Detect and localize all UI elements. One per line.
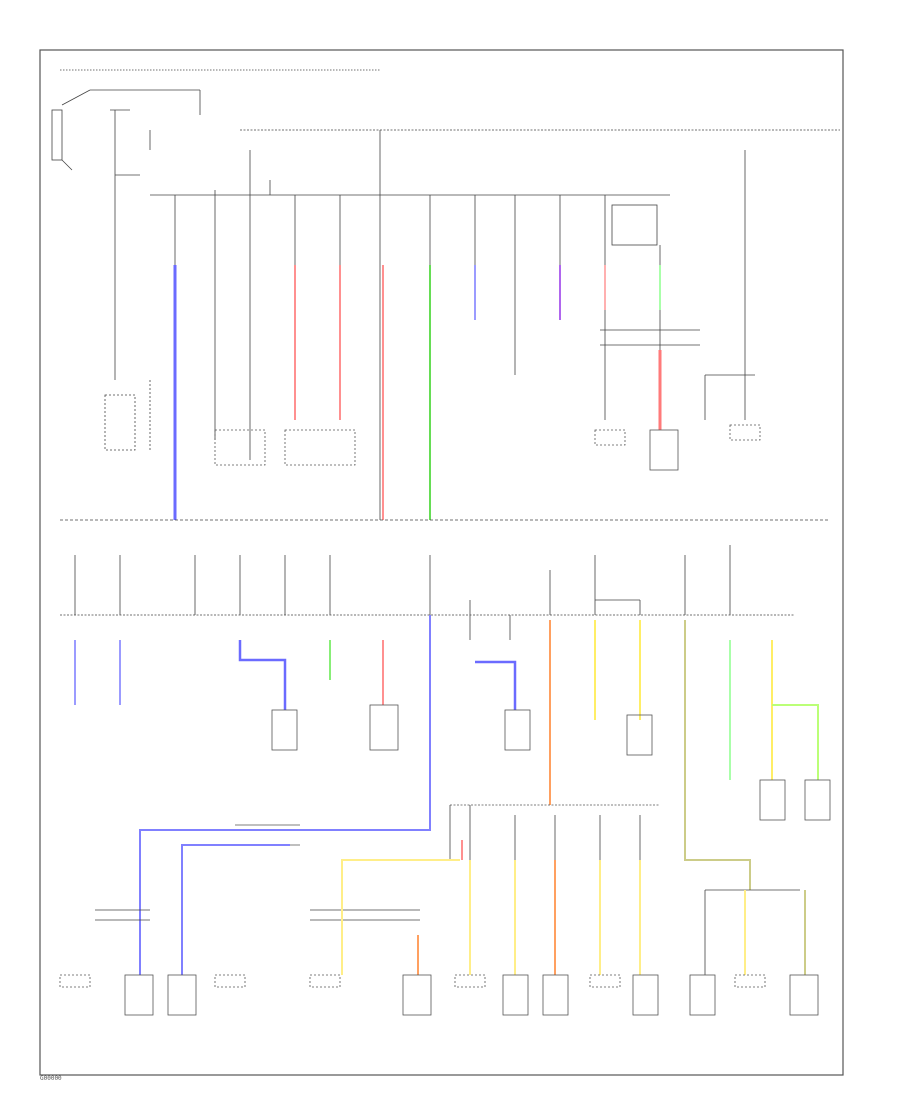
wire-blue-mid-1 (238, 640, 287, 710)
battery-and-main-fuses (51, 69, 840, 520)
middle-fuse-bus (60, 545, 795, 640)
top-fuse-droppers (174, 150, 755, 520)
wire-blue-bottom (181, 844, 290, 975)
bottom-bus (95, 805, 800, 975)
wire-lightgreen-mid-2 (772, 704, 819, 780)
bottom-components (59, 974, 819, 1016)
middle-components (235, 704, 831, 846)
wire-olive-mid (684, 620, 751, 890)
wire-yellow-bottom-1 (341, 859, 460, 975)
diagram-id-label: G00000 (40, 1075, 62, 1082)
top-components (214, 424, 761, 471)
diagram-border (39, 49, 844, 1076)
wire-blue-mid-2 (139, 615, 431, 975)
wire-blue-mid-3 (475, 660, 517, 710)
